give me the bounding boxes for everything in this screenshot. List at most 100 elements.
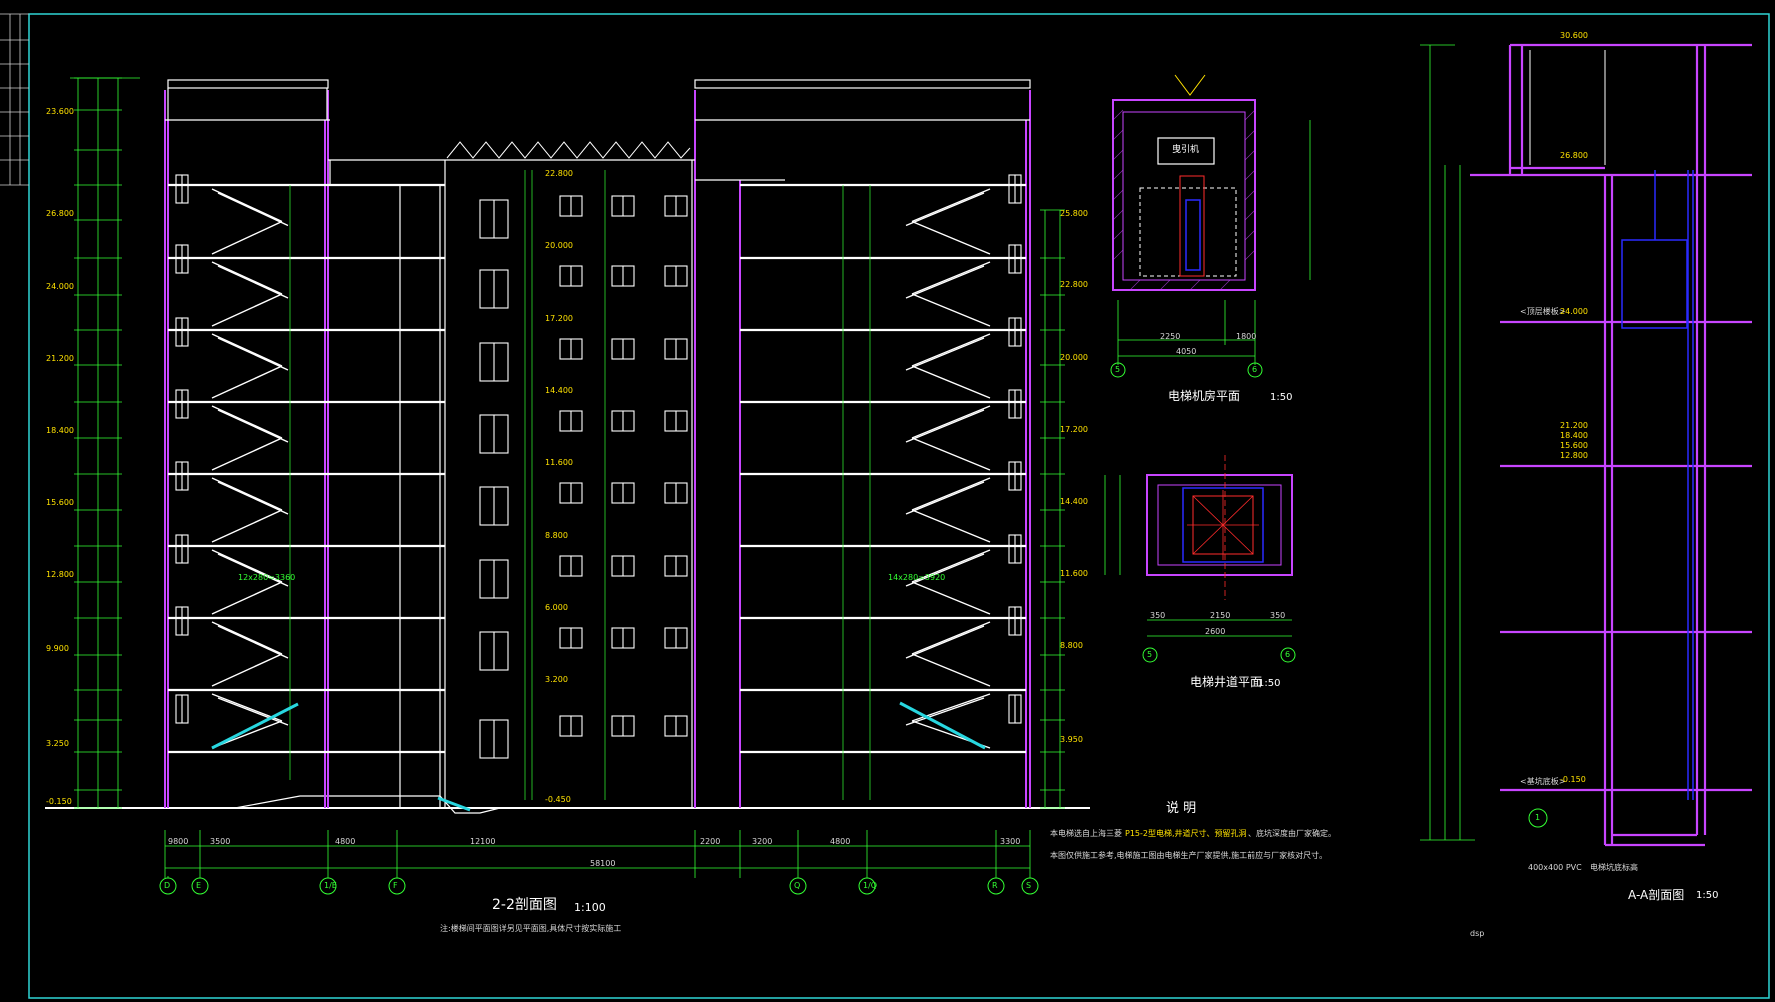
stair-flight <box>905 481 985 515</box>
grid-axis-label: Q <box>794 881 801 890</box>
stair-flight <box>911 220 991 255</box>
elevation-mid: 8.800 <box>545 531 568 540</box>
grid-axis-label: 1/Q <box>863 881 878 890</box>
stair-flight <box>211 509 283 543</box>
aa-section-title: A-A剖面图 <box>1628 888 1685 902</box>
grid-axis-bubble <box>1247 362 1263 378</box>
shaft-plan-title: 电梯井道平面 <box>1190 675 1263 689</box>
machine-room-outer <box>1112 99 1256 291</box>
stair-flight <box>905 192 985 227</box>
stair-flight <box>905 337 985 371</box>
machine-room-box-label: 曳引机 <box>1172 145 1200 155</box>
left-tower-walls <box>164 90 329 808</box>
elevation-right: 22.800 <box>1060 280 1088 289</box>
aa-section[interactable] <box>1420 43 1752 847</box>
elevation-right: 17.200 <box>1060 425 1088 434</box>
stair-flight <box>905 265 985 299</box>
drawing-border <box>28 13 1770 999</box>
elevation-left: -0.150 <box>46 797 72 806</box>
grid-axis-bubble <box>987 877 1005 895</box>
machine-room-plan[interactable] <box>1112 74 1311 365</box>
shaft-dim: 2600 <box>1205 627 1226 636</box>
dim-ticks-left <box>74 77 122 809</box>
machine-axis-label: 6 <box>1252 365 1258 374</box>
dim-lines-right <box>1044 210 1061 808</box>
dim-ticks-right <box>1040 209 1065 809</box>
car-frame <box>1182 487 1264 563</box>
bottom-dim: 4800 <box>830 837 851 846</box>
main-section-note: 注:楼梯间平面图详另见平面图,具体尺寸按实际施工 <box>440 924 622 933</box>
stair-flight <box>911 477 991 511</box>
machine-room-title: 电梯机房平面 <box>1168 389 1241 403</box>
stair-flight <box>211 405 283 439</box>
stair-flight <box>905 553 985 587</box>
stair-flight <box>911 333 991 367</box>
aa-machine-room <box>1529 50 1606 165</box>
machine-dim: 1800 <box>1236 332 1257 341</box>
shaft-plan[interactable] <box>1104 455 1293 637</box>
stair-flights-left <box>211 188 289 749</box>
main-section-scale: 1:100 <box>574 901 606 914</box>
grid-axis-bubble <box>789 877 807 895</box>
stair-flight <box>217 265 289 299</box>
stair-flight <box>217 192 289 227</box>
grid-axis-bubble <box>1110 362 1126 378</box>
elevation-left: 3.250 <box>46 739 69 748</box>
grid-axis-bubble <box>1280 647 1296 663</box>
stair-flight <box>911 261 991 295</box>
elevation-left: 9.900 <box>46 644 69 653</box>
bottom-dim: 3500 <box>210 837 231 846</box>
grid-axis-label: S <box>1026 881 1032 890</box>
grid-axis-bubble <box>388 877 406 895</box>
car-blue <box>1185 199 1201 271</box>
elevation-left: 12.800 <box>46 570 74 579</box>
section-2-2-drawing[interactable] <box>45 77 1090 878</box>
aa-label-buffer: 400x400 PVC <box>1528 863 1582 872</box>
machine-dim: 4050 <box>1176 347 1197 356</box>
stair-flight <box>211 549 283 583</box>
stair-flight <box>217 625 289 659</box>
stair-flight <box>911 581 991 615</box>
grid-axis-bubble <box>1021 877 1039 895</box>
grid-axis-bubble <box>1142 647 1158 663</box>
machine-axis-label: 5 <box>1115 365 1121 374</box>
stair-flight <box>911 437 991 471</box>
stair-flight <box>211 293 283 327</box>
elevation-mid: -0.450 <box>545 795 571 804</box>
grid-axis-bubbles <box>159 362 1296 895</box>
dim-lines-left <box>70 77 140 808</box>
shaft-outline-dashed <box>1139 187 1237 277</box>
traction-machine <box>1157 137 1215 165</box>
grid-axis-bubble <box>191 877 209 895</box>
ground-stair-cyan <box>211 701 986 812</box>
right-roof <box>694 79 1031 181</box>
grid-axis-label: R <box>992 881 998 890</box>
stair-flight <box>211 261 283 295</box>
machine-room-inner <box>1122 111 1246 281</box>
aa-axis-bubble <box>1528 808 1548 828</box>
grid-axis-bubble <box>858 877 876 895</box>
shaft-inner <box>1157 484 1282 566</box>
shaft-outer <box>1146 474 1293 576</box>
bottom-dim: 9800 <box>168 837 189 846</box>
door-swing <box>1174 74 1206 96</box>
stair-flights-right <box>905 188 991 749</box>
shaft-dims <box>1104 475 1292 637</box>
bottom-dim: 4800 <box>335 837 356 846</box>
elevation-mid: 20.000 <box>545 241 573 250</box>
elevation-right: 25.800 <box>1060 209 1088 218</box>
elevation-left: 26.800 <box>46 209 74 218</box>
stair-flight <box>211 477 283 511</box>
grid-axis-label: E <box>196 881 202 890</box>
shaft-dim: 350 <box>1270 611 1286 620</box>
bottom-dim: 3300 <box>1000 837 1021 846</box>
shaft-axis-label: 6 <box>1285 650 1291 659</box>
stair-flight <box>911 621 991 655</box>
left-roof <box>165 79 330 121</box>
elevation-aa: -0.150 <box>1560 775 1586 784</box>
elevation-aa: 18.400 <box>1560 431 1588 440</box>
stair-flight <box>911 549 991 583</box>
elevation-mid: 11.600 <box>545 458 573 467</box>
elevation-right: 14.400 <box>1060 497 1088 506</box>
